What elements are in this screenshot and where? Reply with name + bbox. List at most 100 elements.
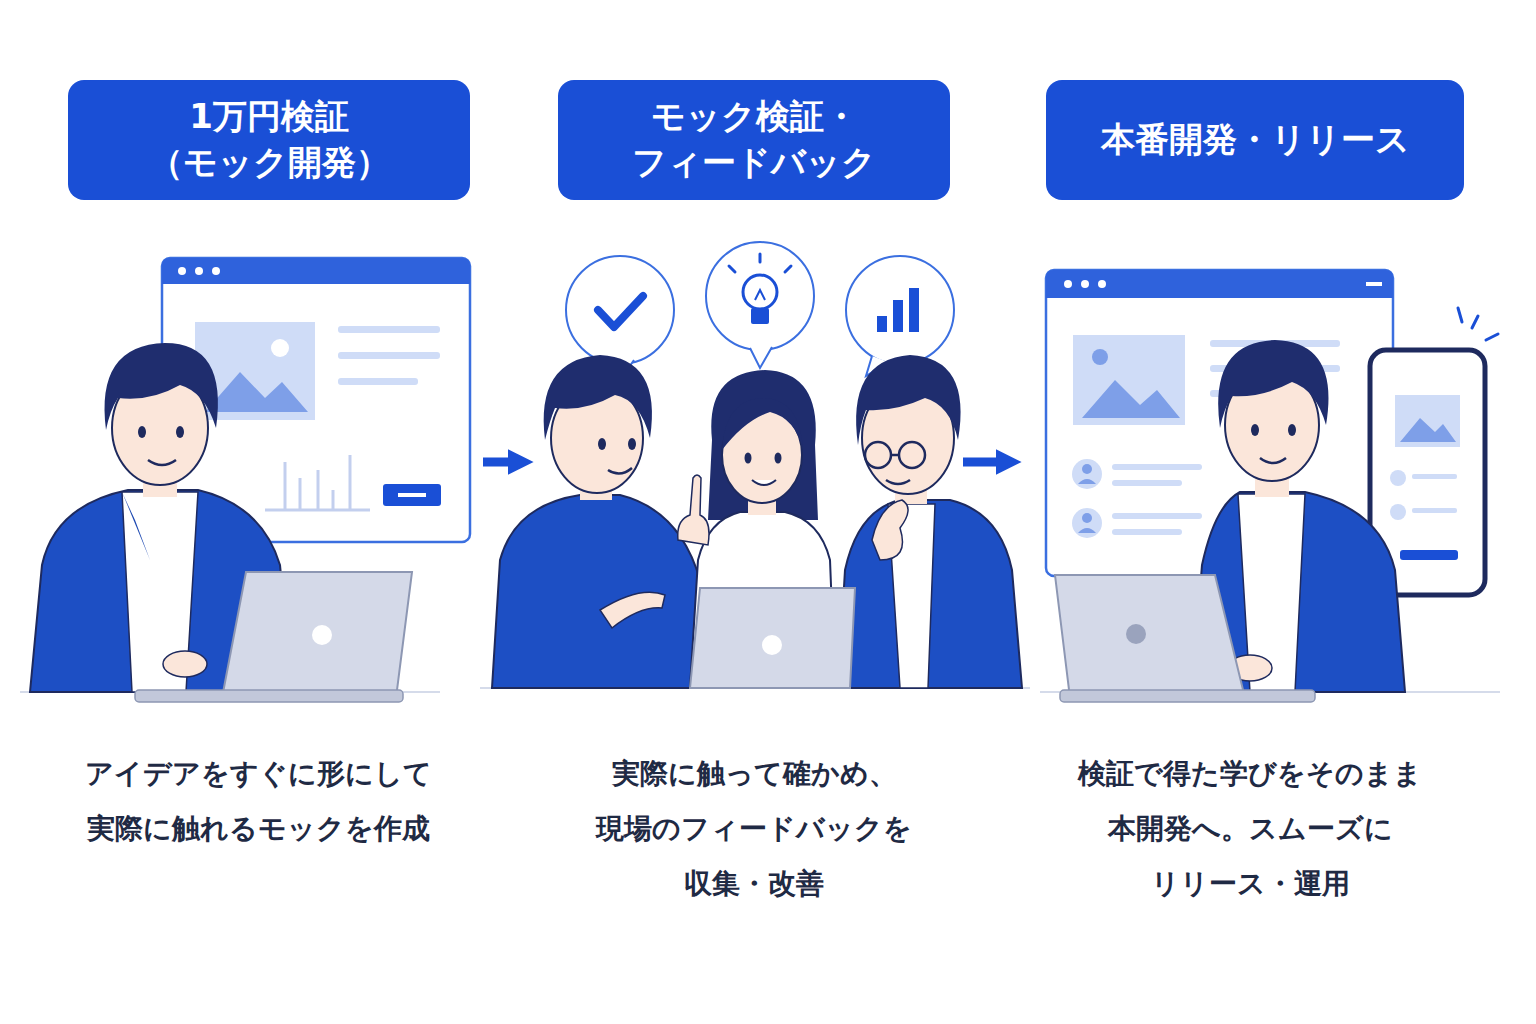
- smartphone: [1395, 395, 1460, 447]
- team-figure: [856, 355, 960, 445]
- browser-window: [1072, 508, 1102, 538]
- browser-window: [1064, 280, 1072, 288]
- speech-bubble: [729, 254, 791, 272]
- speech-bubble: [759, 254, 762, 262]
- browser-window: [1078, 528, 1096, 533]
- developer-figure: [1218, 340, 1328, 428]
- team-figure: [775, 453, 782, 464]
- stage-description: 実際に触って確かめ、 現場のフィードバックを 収集・改善: [584, 746, 924, 911]
- team-figure: [600, 592, 665, 628]
- browser-window: [338, 326, 440, 333]
- speech-bubble: [755, 290, 765, 300]
- browser-window: [1081, 280, 1089, 288]
- speech-bubble: [566, 256, 674, 364]
- browser-window: [1112, 464, 1202, 470]
- laptop: [762, 635, 782, 655]
- smartphone: [1400, 550, 1458, 560]
- browser-window: [265, 455, 370, 510]
- speech-bubble: [751, 308, 769, 324]
- laptop: [690, 588, 855, 688]
- speech-bubble: [909, 288, 919, 332]
- developer-figure: [1251, 424, 1259, 436]
- developer-figure: [163, 651, 207, 677]
- team-figure: [838, 500, 1022, 688]
- speech-bubble: [706, 242, 814, 350]
- laptop: [1055, 575, 1315, 702]
- smartphone: [1390, 504, 1406, 520]
- laptop: [1055, 575, 1245, 698]
- developer-figure: [122, 492, 150, 560]
- team-figure: [745, 453, 752, 464]
- browser-window: [349, 455, 352, 510]
- developer-figure: [1288, 424, 1296, 436]
- browser-window: [383, 484, 441, 506]
- team-figure: [899, 442, 925, 468]
- laptop: [1126, 624, 1146, 644]
- team-figure: [544, 355, 652, 440]
- team-figure: [492, 355, 1022, 688]
- browser-window: [178, 267, 186, 275]
- team-figure: [891, 454, 899, 457]
- browser-window: [1082, 513, 1092, 523]
- stage-header-box: 1万円検証 （モック開発）: [68, 80, 470, 200]
- browser-window: [1092, 349, 1108, 365]
- developer-figure: [138, 426, 146, 438]
- stage-description: 検証で得た学びをそのまま 本開発へ。スムーズに リリース・運用: [1060, 746, 1440, 911]
- developer-figure: [105, 343, 218, 430]
- flow-arrow: [483, 458, 518, 467]
- stage-header-box: モック検証・ フィードバック: [558, 80, 950, 200]
- browser-window: [1112, 529, 1182, 535]
- stage-title: 1万円検証 （モック開発）: [92, 94, 446, 186]
- stage-header-box: 本番開発・リリース: [1046, 80, 1464, 200]
- browser-window: [1366, 282, 1382, 286]
- browser-window: [1112, 513, 1202, 519]
- laptop: [135, 572, 412, 702]
- team-figure: [752, 480, 776, 485]
- team-figure: [708, 370, 818, 520]
- browser-window: [398, 493, 426, 497]
- browser-window: [1082, 464, 1092, 474]
- laptop: [135, 690, 403, 702]
- browser-window: [212, 267, 220, 275]
- speech-bubble: [750, 347, 772, 368]
- browser-window: [1073, 335, 1185, 425]
- developer-figure: [148, 460, 176, 465]
- smartphone: [1472, 316, 1478, 328]
- browser-window: [317, 470, 320, 510]
- speech-bubble: [729, 266, 735, 272]
- speech-bubble: [893, 300, 903, 332]
- laptop: [1060, 690, 1315, 702]
- team-figure: [886, 480, 910, 484]
- stage-title: モック検証・ フィードバック: [582, 94, 926, 186]
- browser-window: [1112, 480, 1182, 486]
- speech-bubble: [846, 256, 954, 364]
- speech-bubble: [598, 296, 643, 327]
- browser-window: [195, 267, 203, 275]
- browser-window: [1098, 280, 1106, 288]
- browser-window: [1072, 459, 1102, 489]
- team-figure: [722, 398, 803, 450]
- team-figure: [678, 475, 709, 545]
- laptop: [312, 625, 332, 645]
- speech-bubble: [785, 266, 791, 272]
- browser-window: [332, 490, 335, 510]
- team-figure: [492, 495, 705, 688]
- developer-figure: [1260, 458, 1286, 463]
- stage-title: 本番開発・リリース: [1070, 117, 1440, 163]
- browser-window: [299, 478, 302, 510]
- team-figure: [872, 500, 908, 560]
- browser-window: [1082, 380, 1180, 418]
- smartphone: [1412, 474, 1457, 479]
- stage-description: アイデアをすぐに形にして 実際に触れるモックを作成: [58, 746, 458, 856]
- smartphone: [1458, 308, 1498, 340]
- smartphone: [1400, 418, 1456, 442]
- smartphone: [1390, 470, 1406, 486]
- browser-window: [338, 352, 440, 359]
- smartphone: [1412, 508, 1457, 513]
- browser-window: [1046, 270, 1393, 298]
- smartphone: [1486, 334, 1498, 340]
- browser-window: [271, 339, 289, 357]
- speech-bubble: [743, 275, 777, 309]
- browser-window: [284, 462, 287, 510]
- team-figure: [598, 438, 606, 450]
